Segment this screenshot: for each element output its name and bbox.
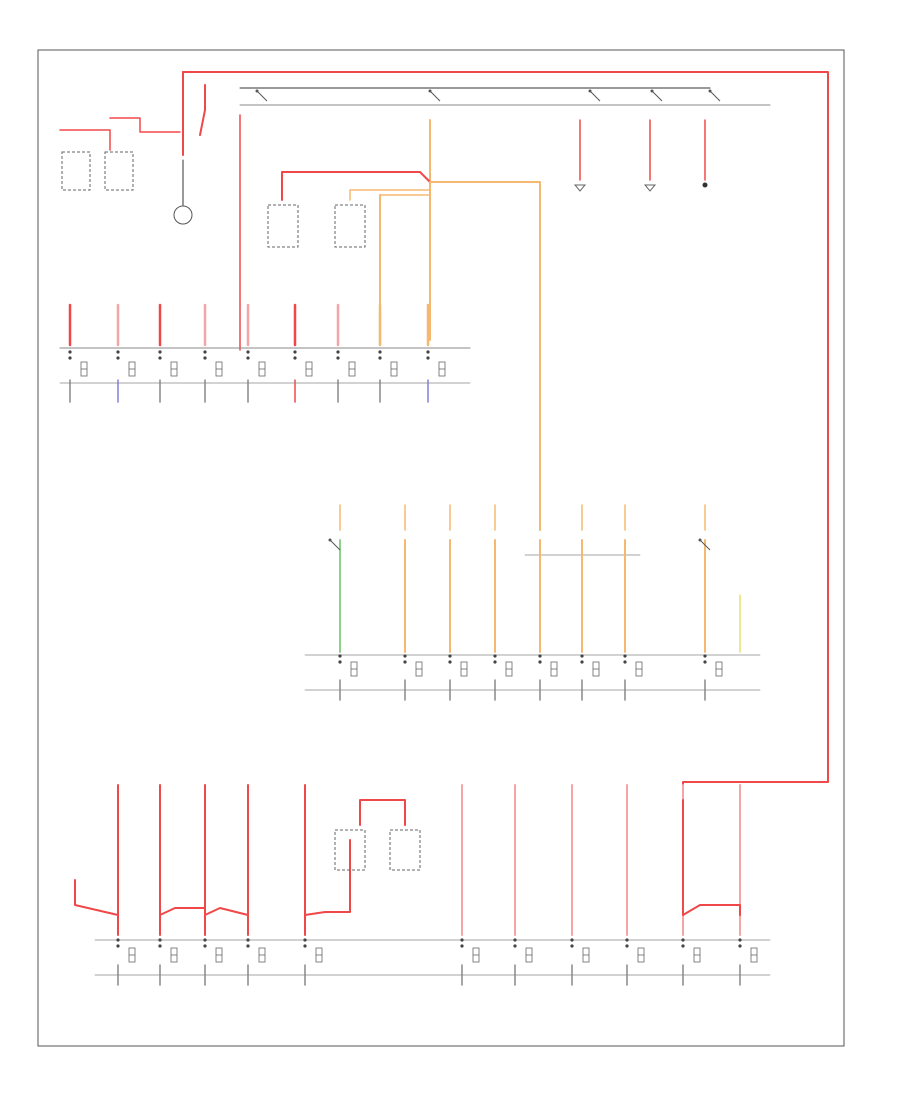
bottom-right-link-wire: [682, 799, 741, 916]
middle-fuse-connector-2-bottom-pin: [448, 660, 452, 664]
outer-frame: [37, 49, 845, 1047]
left-bottom-feed-wire: [74, 879, 119, 916]
top-relay-switch-1: [429, 90, 441, 102]
middle-fuse-connector-0-bottom-pin: [338, 660, 342, 664]
upper-fuse-connector-6-bottom-pin: [336, 356, 340, 360]
upper-fuse-connector-2-top-pin: [158, 350, 162, 354]
bottom-fuse-connector-3-bottom-pin: [246, 944, 250, 948]
bottom-fuse-connector-6-top-pin: [513, 938, 517, 942]
battery-junction-red-wire: [199, 84, 206, 136]
upper-fuse-connector-8-top-pin: [426, 350, 430, 354]
bottom-fuse-connector-4-top-pin: [303, 938, 307, 942]
upper-fuse-connector-1-bottom-pin: [116, 356, 120, 360]
middle-right-switch-pivot: [698, 538, 702, 542]
bottom-fuse-connector-4-bottom-pin: [303, 944, 307, 948]
bottom-fuse-connector-7-bottom-pin: [570, 944, 574, 948]
upper-fuse-connector-5-top-pin: [293, 350, 297, 354]
top-relay-switch-1-pivot: [428, 89, 432, 93]
middle-fuse-connector-0-top-pin: [338, 654, 342, 658]
bottom-relay-right-box: [389, 829, 421, 871]
bottom-fuse-connector-0-top-pin: [116, 938, 120, 942]
top-ground-2: [643, 184, 657, 192]
bottom-fuse-connector-5-bottom-pin: [460, 944, 464, 948]
wire-layer: [59, 71, 829, 986]
top-relay-switch-2-pivot: [588, 89, 592, 93]
bottom-fuse-connector-9-top-pin: [681, 938, 685, 942]
generator-feed-wire: [59, 129, 111, 151]
middle-fuse-connector-5-bottom-pin: [580, 660, 584, 664]
upper-fuse-connector-1-top-pin: [116, 350, 120, 354]
upper-fuse-connector-7-bottom-pin: [378, 356, 382, 360]
bottom-fuse-connector-0-bottom-pin: [116, 944, 120, 948]
upper-fuse-connector-2-bottom-pin: [158, 356, 162, 360]
middle-fuse-connector-2-top-pin: [448, 654, 452, 658]
bottom-fuse-connector-7-top-pin: [570, 938, 574, 942]
upper-fuse-connector-4-bottom-pin: [246, 356, 250, 360]
middle-fuse-connector-1-bottom-pin: [403, 660, 407, 664]
middle-left-switch: [329, 539, 341, 551]
upper-fuse-connector-6-top-pin: [336, 350, 340, 354]
light-switch-box: [267, 204, 299, 248]
bottom-relay-left-box: [334, 829, 366, 871]
bottom-fuse-connector-8-top-pin: [625, 938, 629, 942]
middle-right-switch: [699, 539, 711, 551]
top-relay-switch-3-pivot: [650, 89, 654, 93]
middle-fuse-connector-7-bottom-pin: [703, 660, 707, 664]
bottom-fuse-connector-10-top-pin: [738, 938, 742, 942]
middle-fuse-connector-4-top-pin: [538, 654, 542, 658]
top-terminal-3: [702, 182, 708, 188]
middle-fuse-connector-4-bottom-pin: [538, 660, 542, 664]
middle-fuse-connector-7-top-pin: [703, 654, 707, 658]
top-relay-switch-4-pivot: [708, 89, 712, 93]
battery-symbol: [173, 205, 193, 225]
upper-fuse-connector-7-top-pin: [378, 350, 382, 354]
generator-module-left: [61, 151, 91, 191]
bottom-fuse-connector-8-bottom-pin: [625, 944, 629, 948]
light-switch-red-wire: [281, 171, 431, 201]
upper-fuse-connector-0-bottom-pin: [68, 356, 72, 360]
bottom-fuse-connector-9-bottom-pin: [681, 944, 685, 948]
starter-relay-box: [334, 204, 366, 248]
upper-fuse-connector-0-top-pin: [68, 350, 72, 354]
starter-relay-orange-wire: [349, 189, 431, 201]
component-layer: [61, 89, 758, 963]
top-relay-switch-4: [709, 90, 721, 102]
top-relay-switch-0-pivot: [255, 89, 259, 93]
bottom-fuse-connector-5-top-pin: [460, 938, 464, 942]
bottom-relay-top-wire: [359, 799, 406, 826]
ignition-branch-wire: [429, 181, 541, 501]
bottom-fuse-connector-1-bottom-pin: [158, 944, 162, 948]
upper-fuse-connector-8-bottom-pin: [426, 356, 430, 360]
middle-fuse-connector-1-top-pin: [403, 654, 407, 658]
top-ground-1: [573, 184, 587, 192]
bottom-fuse-connector-2-bottom-pin: [203, 944, 207, 948]
top-relay-switch-0: [256, 90, 268, 102]
middle-left-switch-pivot: [328, 538, 332, 542]
bottom-fuse-connector-10-bottom-pin: [738, 944, 742, 948]
generator-link-wire: [109, 117, 181, 133]
middle-fuse-connector-6-bottom-pin: [623, 660, 627, 664]
bottom-link-wire-2: [204, 907, 249, 916]
middle-fuse-connector-3-top-pin: [493, 654, 497, 658]
middle-fuse-connector-3-bottom-pin: [493, 660, 497, 664]
bottom-fuse-connector-2-top-pin: [203, 938, 207, 942]
bottom-fuse-connector-1-top-pin: [158, 938, 162, 942]
generator-module-right: [104, 151, 134, 191]
upper-fuse-connector-3-top-pin: [203, 350, 207, 354]
diagram-border: [37, 49, 845, 1047]
bottom-fuse-connector-6-bottom-pin: [513, 944, 517, 948]
top-relay-switch-2: [589, 90, 601, 102]
bottom-fuse-connector-3-top-pin: [246, 938, 250, 942]
upper-fuse-connector-5-bottom-pin: [293, 356, 297, 360]
upper-fuse-connector-3-bottom-pin: [203, 356, 207, 360]
middle-fuse-connector-5-top-pin: [580, 654, 584, 658]
bottom-relay-link-wire: [304, 839, 351, 916]
top-relay-switch-3: [651, 90, 663, 102]
bottom-link-wire-1: [159, 907, 206, 916]
middle-fuse-connector-6-top-pin: [623, 654, 627, 658]
upper-fuse-connector-4-top-pin: [246, 350, 250, 354]
